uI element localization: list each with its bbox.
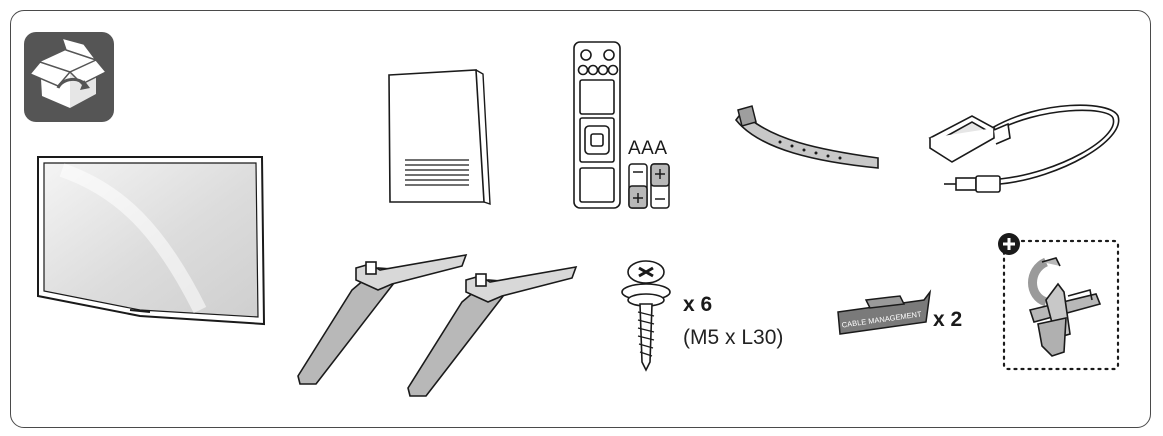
cable-holder-illustration: [837, 289, 932, 335]
open-box-icon: [24, 32, 114, 122]
cable-tie-illustration: [734, 105, 879, 169]
package-contents-panel: [10, 10, 1151, 428]
plus-circle-icon: [998, 233, 1020, 255]
cable-clip-illustration: [1028, 257, 1102, 357]
manual-illustration: [388, 69, 491, 205]
tv-illustration: [37, 156, 266, 326]
screw-quantity-label: x 6: [683, 293, 713, 316]
screw-illustration: [621, 260, 671, 372]
cable-holder-quantity-label: x 2: [933, 308, 963, 331]
stand-base-illustration: [297, 253, 578, 397]
rs232-cable-illustration: [928, 104, 1120, 193]
battery-type-label: AAA: [628, 138, 668, 159]
battery-icon: [628, 163, 670, 209]
screw-spec-label: (M5 x L30): [683, 326, 784, 349]
cable-management-imprint: CABLE MANAGEMENT: [841, 309, 922, 329]
remote-control-illustration: [573, 41, 621, 209]
